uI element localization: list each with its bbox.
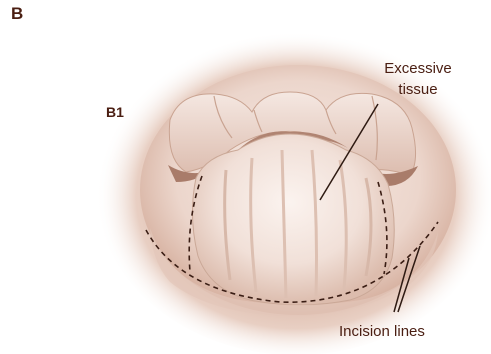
excessive-tissue-line1: Excessive — [368, 58, 468, 79]
central-tissue-mass — [192, 134, 394, 305]
panel-letter: B — [11, 4, 23, 24]
excessive-tissue-callout: Excessive tissue — [368, 58, 468, 100]
excessive-tissue-line2: tissue — [368, 79, 468, 100]
sub-panel-label: B1 — [106, 104, 124, 120]
incision-lines-callout: Incision lines — [339, 321, 425, 342]
